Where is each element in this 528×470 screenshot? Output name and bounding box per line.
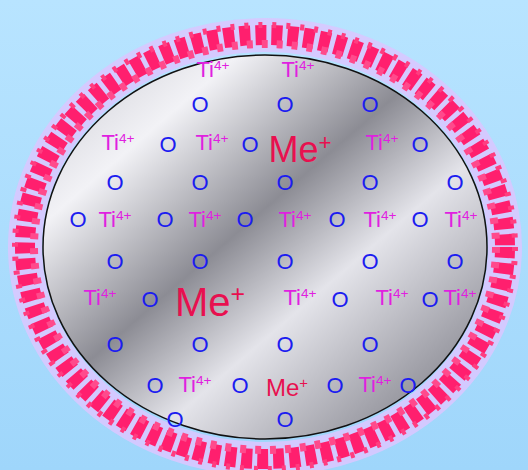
ion-label: Ti4+ — [195, 132, 228, 155]
ion-label: Ti4+ — [363, 209, 396, 232]
ion-label: O — [361, 334, 378, 356]
ion-label: O — [236, 209, 253, 231]
ion-label: Ti4+ — [375, 287, 408, 310]
ion-label: O — [191, 251, 208, 273]
ion-label: O — [231, 375, 248, 397]
ion-label: Ti4+ — [83, 287, 116, 310]
ion-label: O — [69, 209, 86, 231]
ion-label: Ti4+ — [98, 209, 131, 232]
ion-label: Me+ — [175, 282, 245, 322]
ion-label: Ti4+ — [188, 209, 221, 232]
ion-label: O — [106, 172, 123, 194]
ion-label: O — [241, 134, 258, 156]
ion-label: O — [421, 289, 438, 311]
ion-label: O — [191, 94, 208, 116]
ion-label: Ti4+ — [365, 132, 398, 155]
ion-label: Me+ — [266, 376, 308, 400]
ion-label: O — [361, 172, 378, 194]
ion-label: O — [276, 94, 293, 116]
ion-label: Ti4+ — [278, 209, 311, 232]
ion-label: O — [446, 172, 463, 194]
ion-label: O — [106, 251, 123, 273]
ion-label: O — [361, 251, 378, 273]
ion-label: Ti4+ — [101, 132, 134, 155]
ion-label: Ti4+ — [443, 287, 476, 310]
ion-label: Ti4+ — [444, 209, 477, 232]
ion-label: O — [411, 134, 428, 156]
ion-label: O — [141, 289, 158, 311]
ion-label: O — [146, 375, 163, 397]
ion-label: O — [159, 134, 176, 156]
ion-label: O — [106, 334, 123, 356]
ion-label: O — [276, 334, 293, 356]
ion-label: O — [399, 375, 416, 397]
ion-label: O — [276, 251, 293, 273]
ion-label: O — [326, 375, 343, 397]
particle-circle: Ti4+Ti4+OOOTi4+OTi4+OMe+Ti4+OOOOOOOTi4+O… — [42, 54, 488, 440]
ion-label: O — [331, 289, 348, 311]
ion-label: O — [411, 209, 428, 231]
ion-label: Ti4+ — [196, 59, 229, 82]
ion-label: O — [191, 334, 208, 356]
ion-label: O — [276, 172, 293, 194]
ion-label: Me+ — [268, 132, 331, 168]
ion-label: O — [276, 409, 293, 431]
particle-body — [42, 54, 488, 440]
ion-label: O — [156, 209, 173, 231]
ion-label: O — [328, 209, 345, 231]
ion-label: Ti4+ — [178, 374, 211, 397]
ion-label: O — [446, 251, 463, 273]
ion-label: Ti4+ — [283, 287, 316, 310]
ion-label: Ti4+ — [358, 374, 391, 397]
ion-label: Ti4+ — [281, 59, 314, 82]
ion-label: O — [361, 94, 378, 116]
ion-label: O — [191, 172, 208, 194]
ion-label: O — [166, 409, 183, 431]
